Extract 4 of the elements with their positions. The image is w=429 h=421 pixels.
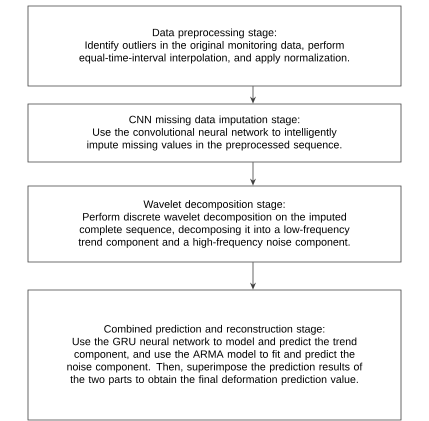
process-box: CNN missing data imputation stage: Use the convolutional neural network to intelligently impute missing values in the preprocessed sequence. xyxy=(28,104,402,162)
process-box: Data preprocessing stage: Identify outliers in the original monitoring data, perform equal-time-interval interpolation, and apply normalization. xyxy=(28,6,402,86)
process-box: Wavelet decomposition stage: Perform discrete wavelet decomposition on the imputed complete sequence, decomposing it into a low-frequency trend component and a high-frequency noise component. xyxy=(28,186,402,262)
process-box: Combined prediction and reconstruction stage: Use the GRU neural network to model and predict the trend component, and use the ARMA model to fit and predict the noise component. Then, superimpose the prediction results of the two parts to obtain the final deformation prediction value. xyxy=(28,290,402,420)
